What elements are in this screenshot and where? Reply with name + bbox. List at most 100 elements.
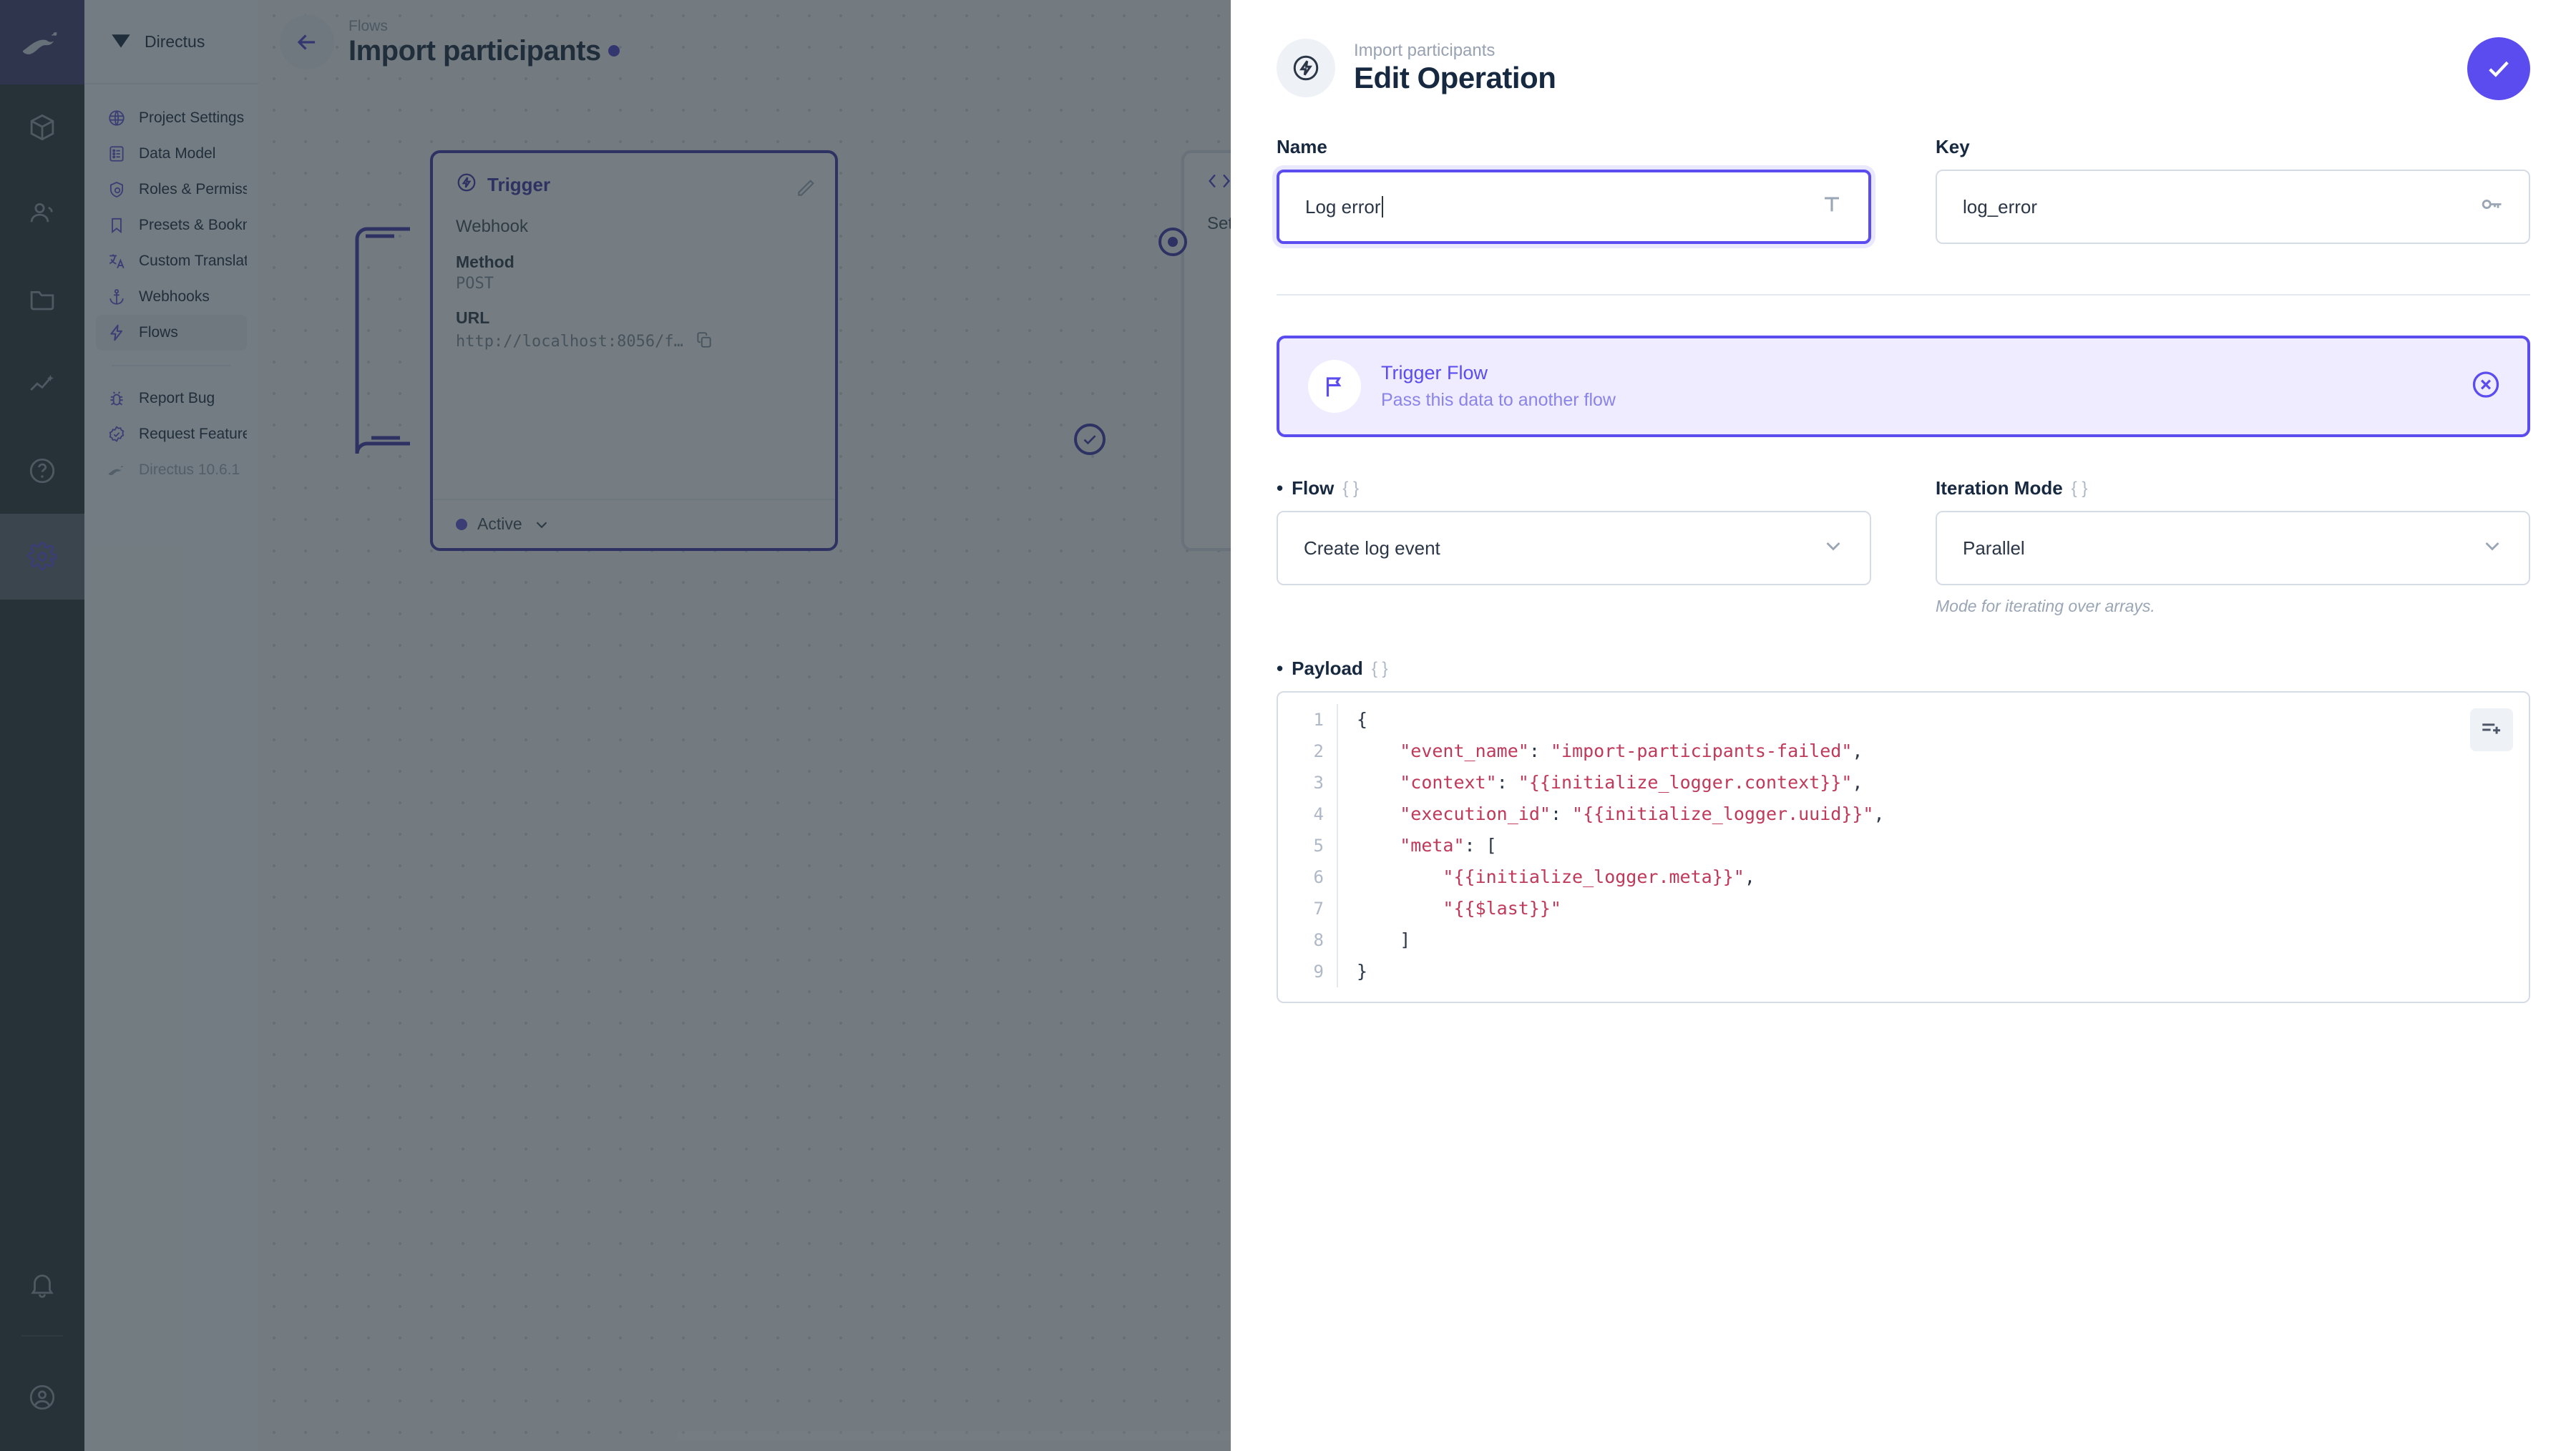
module-notifications[interactable] xyxy=(0,1242,84,1328)
payload-label-text: Payload xyxy=(1292,658,1363,679)
sidebar-version-label: Directus 10.6.1 xyxy=(139,461,240,478)
node-trigger[interactable]: Trigger Webhook Method POST URL http://l… xyxy=(430,150,838,551)
flow-iteration-row: • Flow { } Create log event Iteration Mo… xyxy=(1277,477,2530,616)
required-marker: • xyxy=(1277,477,1284,499)
code-line-number: 1 xyxy=(1313,710,1324,730)
trigger-success-port[interactable] xyxy=(1074,424,1106,455)
name-input[interactable]: Log error xyxy=(1277,170,1871,244)
code-line-text: "{{initialize_logger.meta}}", xyxy=(1337,861,1755,893)
code-line-text: { xyxy=(1337,704,1367,736)
close-circle-icon[interactable] xyxy=(2470,369,2502,404)
sidebar-item-project-settings[interactable]: Project Settings xyxy=(96,100,247,136)
chevron-down-icon[interactable] xyxy=(532,515,551,534)
bug-icon xyxy=(107,389,126,408)
nav-divider xyxy=(112,365,231,366)
trigger-flow-title: Trigger Flow xyxy=(1381,362,1488,383)
sidebar-item-label: Flows xyxy=(139,324,178,341)
code-line-number: 3 xyxy=(1313,773,1324,793)
sidebar-item-label: Report Bug xyxy=(139,390,215,406)
active-status-dot xyxy=(456,518,467,530)
module-settings[interactable] xyxy=(0,514,84,600)
sidebar-item-custom-translations[interactable]: Custom Translations xyxy=(96,243,247,279)
node-trigger-status: Active xyxy=(477,514,522,533)
node-trigger-method-label: Method xyxy=(456,253,514,271)
sidebar-item-request-feature[interactable]: Request Feature xyxy=(96,416,247,452)
format-add-lines-icon[interactable] xyxy=(2470,708,2513,751)
node-trigger-method-value: POST xyxy=(456,275,494,293)
trigger-flow-banner[interactable]: Trigger Flow Pass this data to another f… xyxy=(1277,336,2530,437)
check-decagram-icon xyxy=(107,425,126,444)
flow-field-label: • Flow { } xyxy=(1277,477,1871,499)
sidebar-item-flows[interactable]: Flows xyxy=(96,315,247,351)
bookmark-icon xyxy=(107,216,126,235)
module-file-library[interactable] xyxy=(0,256,84,342)
name-field-label: Name xyxy=(1277,136,1327,157)
anchor-icon xyxy=(107,288,126,306)
copy-icon[interactable] xyxy=(695,331,713,353)
module-content[interactable] xyxy=(0,84,84,170)
code-line-number: 6 xyxy=(1313,867,1324,887)
flow-label-text: Flow xyxy=(1292,477,1335,499)
chevron-down-icon[interactable] xyxy=(1821,534,1845,563)
code-line-text: "event_name": "import-participants-faile… xyxy=(1337,736,1863,767)
code-line: 6 "{{initialize_logger.meta}}", xyxy=(1278,861,2529,893)
rail-divider xyxy=(21,1335,63,1337)
code-line: 4 "execution_id": "{{initialize_logger.u… xyxy=(1278,798,2529,830)
module-docs[interactable] xyxy=(0,428,84,514)
flow-field-group: • Flow { } Create log event xyxy=(1277,477,1871,616)
name-field-group: Name Log error xyxy=(1277,136,1871,244)
key-input[interactable]: log_error xyxy=(1936,170,2530,244)
text-format-icon[interactable] xyxy=(1820,192,1844,222)
iteration-field-label: Iteration Mode { } xyxy=(1936,477,2530,499)
sidebar-item-webhooks[interactable]: Webhooks xyxy=(96,279,247,315)
code-line-text: ] xyxy=(1337,924,1410,956)
code-line-number: 8 xyxy=(1313,930,1324,950)
directus-logo[interactable] xyxy=(0,0,84,84)
payload-code-editor[interactable]: 1{2 "event_name": "import-participants-f… xyxy=(1277,691,2530,1003)
payload-code-lines: 1{2 "event_name": "import-participants-f… xyxy=(1278,704,2529,987)
code-line-text: } xyxy=(1337,956,1367,987)
code-line-text: "execution_id": "{{initialize_logger.uui… xyxy=(1337,798,1885,830)
node-run-script-input-port[interactable] xyxy=(1158,228,1187,256)
save-button[interactable] xyxy=(2467,37,2530,100)
required-marker: • xyxy=(1277,658,1284,679)
payload-field-label: • Payload { } xyxy=(1277,658,2530,680)
code-line: 3 "context": "{{initialize_logger.contex… xyxy=(1278,767,2529,798)
key-field-group: Key log_error xyxy=(1936,136,2530,244)
node-trigger-footer[interactable]: Active xyxy=(433,499,835,548)
bolt-icon xyxy=(107,323,126,342)
sidebar-item-data-model[interactable]: Data Model xyxy=(96,136,247,172)
module-insights[interactable] xyxy=(0,342,84,428)
key-field-label: Key xyxy=(1936,136,1970,157)
settings-nav-panel: Directus Project Settings Data Model xyxy=(84,0,258,1451)
project-logo-icon xyxy=(109,28,133,56)
braces-icon[interactable]: { } xyxy=(1371,658,1388,678)
flow-select[interactable]: Create log event xyxy=(1277,511,1871,585)
sidebar-item-report-bug[interactable]: Report Bug xyxy=(96,381,247,416)
sidebar-item-label: Presets & Bookmar... xyxy=(139,217,247,233)
chevron-down-icon[interactable] xyxy=(2480,534,2504,563)
shield-account-icon xyxy=(107,180,126,199)
drawer-breadcrumb: Import participants xyxy=(1354,41,1496,61)
braces-icon[interactable]: { } xyxy=(2071,478,2088,498)
braces-icon[interactable]: { } xyxy=(1342,478,1360,498)
drawer-body: Name Log error Key log_error xyxy=(1231,136,2576,1003)
code-line: 1{ xyxy=(1278,704,2529,736)
brand-name: Directus xyxy=(145,31,205,51)
sidebar-item-label: Request Feature xyxy=(139,426,247,442)
edit-pencil-icon[interactable] xyxy=(795,176,818,202)
sidebar-item-presets-bookmarks[interactable]: Presets & Bookmar... xyxy=(96,207,247,243)
drawer-title: Edit Operation xyxy=(1354,60,1556,94)
code-line-number: 7 xyxy=(1313,899,1324,919)
code-line: 8 ] xyxy=(1278,924,2529,956)
module-user-directory[interactable] xyxy=(0,170,84,256)
sidebar-version: Directus 10.6.1 xyxy=(96,452,247,488)
code-line-number: 9 xyxy=(1313,962,1324,982)
module-account[interactable] xyxy=(0,1344,84,1451)
node-trigger-subtitle: Webhook xyxy=(456,217,528,236)
code-line: 5 "meta": [ xyxy=(1278,830,2529,861)
iteration-mode-select[interactable]: Parallel xyxy=(1936,511,2530,585)
key-input-value: log_error xyxy=(1963,195,2038,218)
drawer-header: Import participants Edit Operation xyxy=(1231,0,2576,136)
sidebar-item-roles-permissions[interactable]: Roles & Permissions xyxy=(96,172,247,207)
